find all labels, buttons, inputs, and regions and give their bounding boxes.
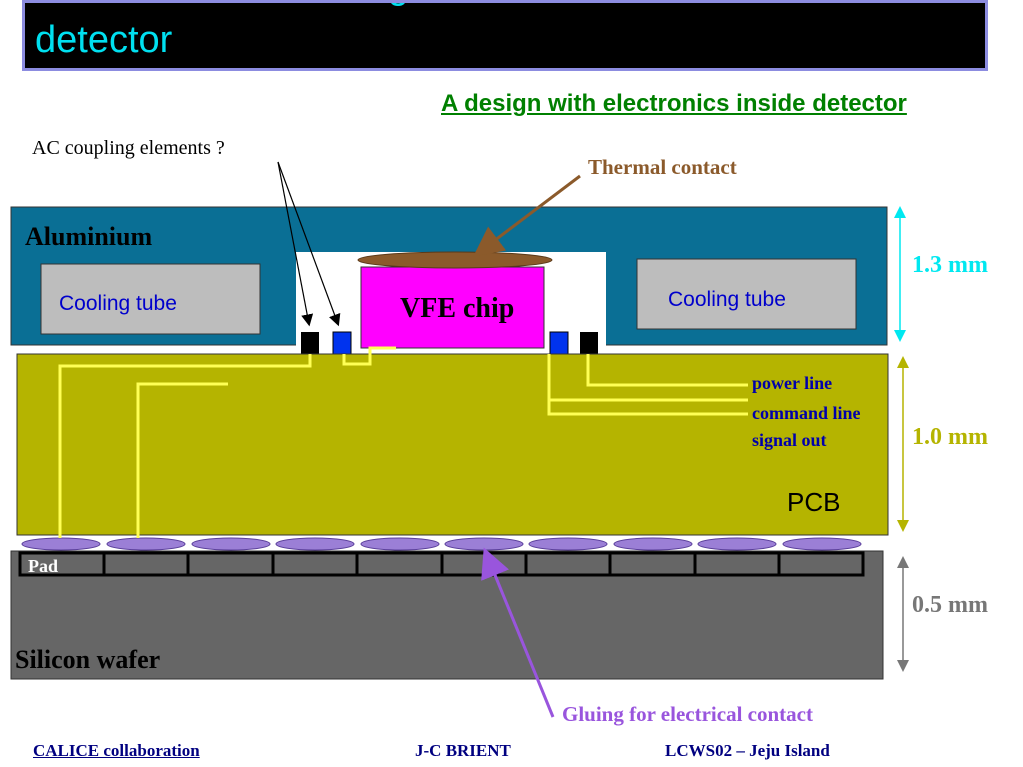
- dimension-aluminium: [894, 206, 906, 342]
- cooling-tube-left: [40, 263, 261, 335]
- signal-out-label: signal out: [752, 430, 827, 450]
- subtitle: A design with electronics inside detecto…: [441, 90, 907, 117]
- footer-conference: LCWS02 – Jeju Island: [665, 741, 830, 760]
- ac-coupling-element-black-left: [301, 332, 319, 354]
- glue-contacts: [21, 537, 862, 551]
- pad-label: Pad: [28, 556, 59, 576]
- ac-coupling-label: AC coupling elements ?: [32, 137, 225, 159]
- footer-collaboration-link[interactable]: CALICE collaboration: [33, 741, 200, 760]
- thermal-arrow: [473, 174, 581, 257]
- title-line-1: Thus on the first design of the full sca…: [35, 3, 694, 8]
- dimension-aluminium-label: 1.3 mm: [912, 252, 988, 278]
- gluing-arrow: [481, 547, 555, 718]
- pcb-wiring: [58, 346, 748, 538]
- dimension-wafer-label: 0.5 mm: [912, 592, 988, 618]
- ac-coupling-element-blue-left: [332, 331, 352, 355]
- gluing-label: Gluing for electrical contact: [562, 702, 813, 726]
- ac-coupling-element-black-right: [580, 332, 598, 354]
- thermal-contact-pad: [357, 251, 553, 269]
- pcb-label: PCB: [787, 487, 841, 517]
- ac-arrow-2: [277, 161, 341, 327]
- cooling-tube-right-label: Cooling tube: [668, 288, 786, 311]
- dimension-pcb-label: 1.0 mm: [912, 424, 988, 450]
- cooling-tube-right: [636, 258, 857, 330]
- title-line-2: detector: [35, 19, 173, 61]
- silicon-wafer-label: Silicon wafer: [15, 645, 161, 674]
- thermal-contact-label: Thermal contact: [588, 155, 737, 179]
- footer-author: J-C BRIENT: [415, 741, 511, 760]
- command-line-label: command line: [752, 403, 861, 423]
- dimension-pcb: [897, 356, 909, 532]
- cooling-tube-left-label: Cooling tube: [59, 292, 177, 315]
- ac-arrow-1: [277, 161, 314, 327]
- pad-row: [18, 551, 865, 577]
- title-bar: Thus on the first design of the full sca…: [22, 0, 988, 71]
- dimension-wafer: [897, 556, 909, 672]
- vfe-chip-label: VFE chip: [400, 293, 515, 324]
- silicon-wafer: [10, 550, 884, 680]
- aluminium-label: Aluminium: [25, 222, 153, 251]
- power-line-label: power line: [752, 373, 833, 393]
- ac-coupling-element-blue-right: [549, 331, 569, 355]
